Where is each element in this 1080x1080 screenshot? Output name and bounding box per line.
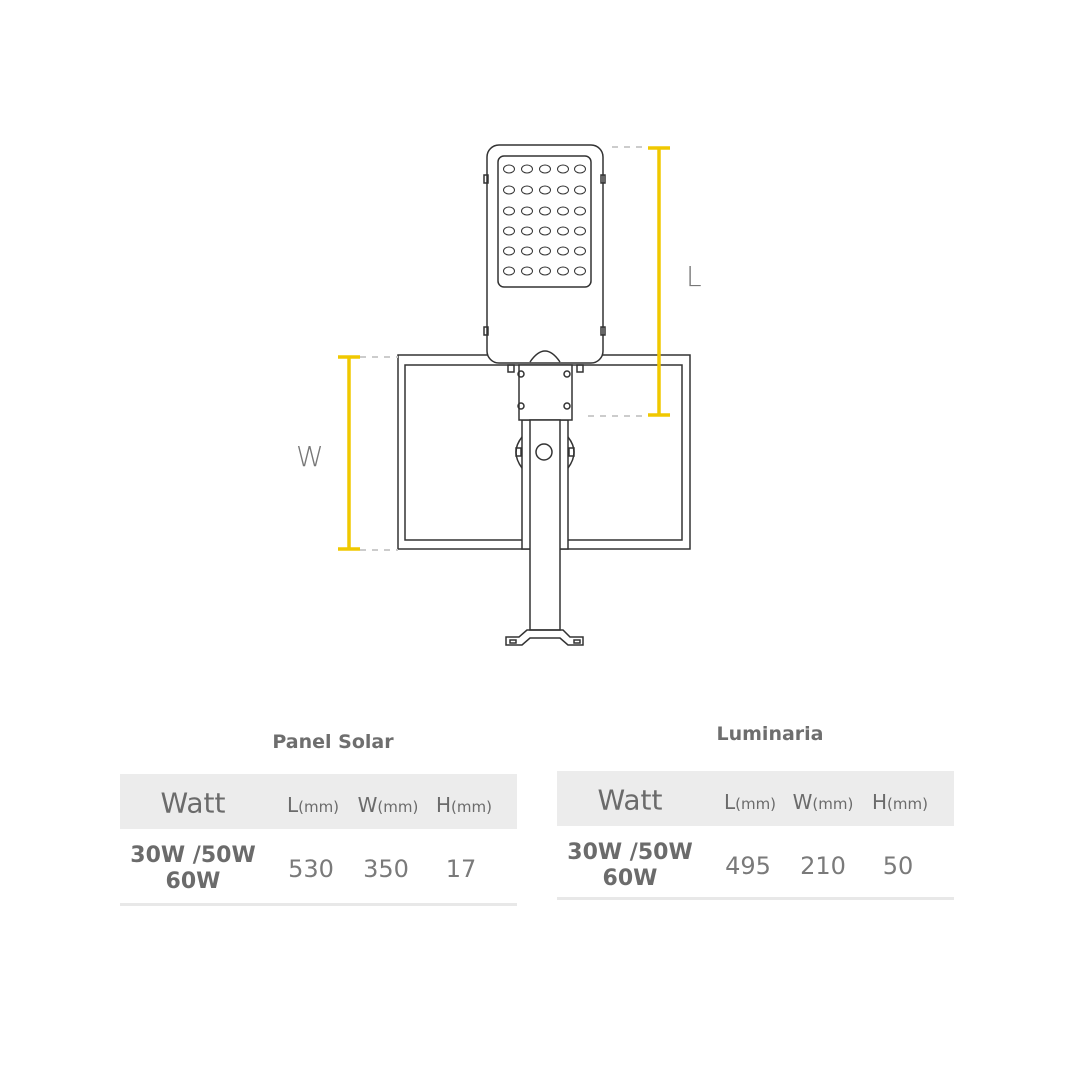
led-chip xyxy=(557,246,569,256)
cell-w: 210 xyxy=(800,852,846,880)
header-watt: Watt xyxy=(597,783,663,817)
led-chip xyxy=(539,266,551,276)
led-chip xyxy=(521,266,533,276)
cell-l: 530 xyxy=(288,855,334,883)
led-chip xyxy=(503,164,515,174)
led-chip xyxy=(557,164,569,174)
led-chip xyxy=(574,164,586,174)
luminaria-title: Luminaria xyxy=(716,723,824,745)
dimension-lines xyxy=(338,146,670,551)
led-chip xyxy=(574,206,586,216)
header-l: L(mm) xyxy=(723,790,777,814)
led-chip xyxy=(574,226,586,236)
luminaire-body xyxy=(486,144,604,364)
table-header: Watt L(mm) W(mm) H(mm) xyxy=(120,774,517,829)
cell-h: 50 xyxy=(882,852,914,880)
led-chip xyxy=(557,206,569,216)
header-h: H(mm) xyxy=(872,790,928,814)
led-chip xyxy=(521,246,533,256)
led-chip xyxy=(574,246,586,256)
led-chip xyxy=(539,164,551,174)
luminaire-neck xyxy=(529,350,561,363)
led-chip xyxy=(574,185,586,195)
pivot-bolt xyxy=(535,443,553,461)
pole-base xyxy=(505,629,584,646)
length-label: L xyxy=(686,260,702,293)
led-grid xyxy=(503,164,586,276)
panel-solar-title: Panel Solar xyxy=(272,731,394,753)
pole xyxy=(529,419,561,631)
led-chip xyxy=(539,226,551,236)
table-header: Watt L(mm) W(mm) H(mm) xyxy=(557,771,954,826)
led-chip xyxy=(503,266,515,276)
led-chip xyxy=(557,266,569,276)
cell-w: 350 xyxy=(363,855,409,883)
header-w: W(mm) xyxy=(792,790,854,814)
cell-l: 495 xyxy=(725,852,771,880)
header-w: W(mm) xyxy=(357,793,419,817)
led-chip xyxy=(557,226,569,236)
led-array xyxy=(497,155,592,288)
led-chip xyxy=(521,164,533,174)
led-chip xyxy=(574,266,586,276)
header-h: H(mm) xyxy=(436,793,492,817)
led-chip xyxy=(557,185,569,195)
led-chip xyxy=(539,246,551,256)
led-chip xyxy=(503,185,515,195)
led-chip xyxy=(539,206,551,216)
led-chip xyxy=(521,226,533,236)
mount-bracket xyxy=(518,364,573,421)
led-chip xyxy=(521,185,533,195)
led-chip xyxy=(503,246,515,256)
cell-h: 17 xyxy=(445,855,477,883)
led-chip xyxy=(521,206,533,216)
led-chip xyxy=(539,185,551,195)
led-chip xyxy=(503,226,515,236)
width-label: W xyxy=(296,440,324,473)
led-chip xyxy=(503,206,515,216)
header-l: L(mm) xyxy=(286,793,340,817)
header-watt: Watt xyxy=(160,786,226,820)
